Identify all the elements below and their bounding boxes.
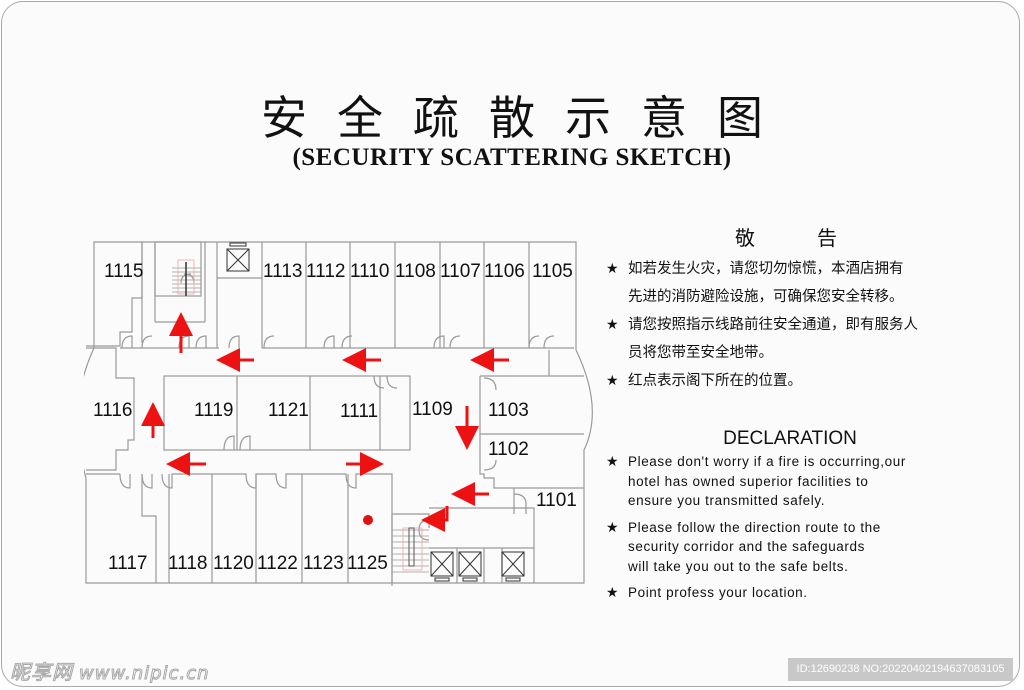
room-1119: 1119	[194, 400, 233, 421]
room-1115: 1115	[104, 261, 143, 282]
watermark-logo: 昵享网	[10, 660, 73, 685]
notice-cn: 敬告 ★ 如若发生火灾，请您切勿惊慌，本酒店拥有 先进的消防避险设施，可确保您安…	[606, 222, 966, 395]
room-1108: 1108	[395, 261, 436, 282]
declaration-item: ★ Point profess your location.	[606, 583, 966, 603]
room-1112: 1112	[306, 261, 345, 282]
declaration-item: ★ Please follow the direction route to t…	[606, 518, 966, 577]
notice-cn-item: ★ 如若发生火灾，请您切勿惊慌，本酒店拥有 先进的消防避险设施，可确保您安全转移…	[606, 255, 966, 311]
room-1120: 1120	[213, 553, 254, 574]
room-1111: 1111	[340, 401, 378, 422]
room-1105: 1105	[532, 261, 573, 282]
elevator-top-icon	[226, 242, 250, 272]
star-icon: ★	[606, 453, 620, 469]
room-1110: 1110	[350, 261, 389, 282]
star-icon: ★	[606, 518, 620, 535]
floor-plan: 1115 1113 1112 1110 1108 1107 1106 1105 …	[77, 238, 596, 594]
declaration-en: DECLARATION ★ Please don't worry if a fi…	[606, 428, 966, 610]
room-1116: 1116	[93, 400, 132, 421]
room-1117: 1117	[108, 553, 147, 574]
notice-cn-title: 敬告	[735, 226, 899, 250]
you-are-here-dot	[363, 515, 373, 525]
notice-cn-item: ★ 红点表示阁下所在的位置。	[606, 367, 966, 395]
image-id-badge: ID:12690238 NO:20220402194637083105	[788, 658, 1013, 681]
page-title-en: (SECURITY SCATTERING SKETCH)	[292, 144, 732, 171]
room-1107: 1107	[440, 261, 481, 282]
page-title-cn: 安全疏散示意图	[261, 91, 793, 145]
room-1125: 1125	[347, 553, 388, 574]
star-icon: ★	[606, 317, 619, 333]
declaration-item: ★ Please don't worry if a fire is occurr…	[606, 452, 966, 511]
room-1109: 1109	[412, 399, 453, 420]
room-1123: 1123	[303, 553, 344, 574]
evacuation-arrows	[141, 312, 509, 532]
notice-cn-item: ★ 请您按照指示线路前往安全通道，即有服务人 员将您带至安全地带。	[606, 311, 966, 367]
watermark-url: www.nipic.cn	[79, 663, 210, 685]
room-1102: 1102	[488, 439, 529, 460]
room-1106: 1106	[484, 261, 525, 282]
room-1113: 1113	[263, 261, 302, 282]
stairs-top-icon	[172, 259, 201, 296]
room-1121: 1121	[268, 400, 309, 421]
room-1118: 1118	[168, 553, 207, 574]
room-1122: 1122	[257, 553, 298, 574]
elevator-bottom-icons	[430, 551, 525, 582]
room-1103: 1103	[488, 400, 529, 421]
room-1101: 1101	[536, 490, 577, 511]
star-icon: ★	[606, 261, 619, 277]
declaration-title: DECLARATION	[723, 428, 857, 449]
star-icon: ★	[606, 373, 619, 389]
watermark: 昵享网 www.nipic.cn	[10, 656, 210, 685]
stairs-bottom-icon	[392, 527, 429, 573]
star-icon: ★	[606, 584, 620, 600]
